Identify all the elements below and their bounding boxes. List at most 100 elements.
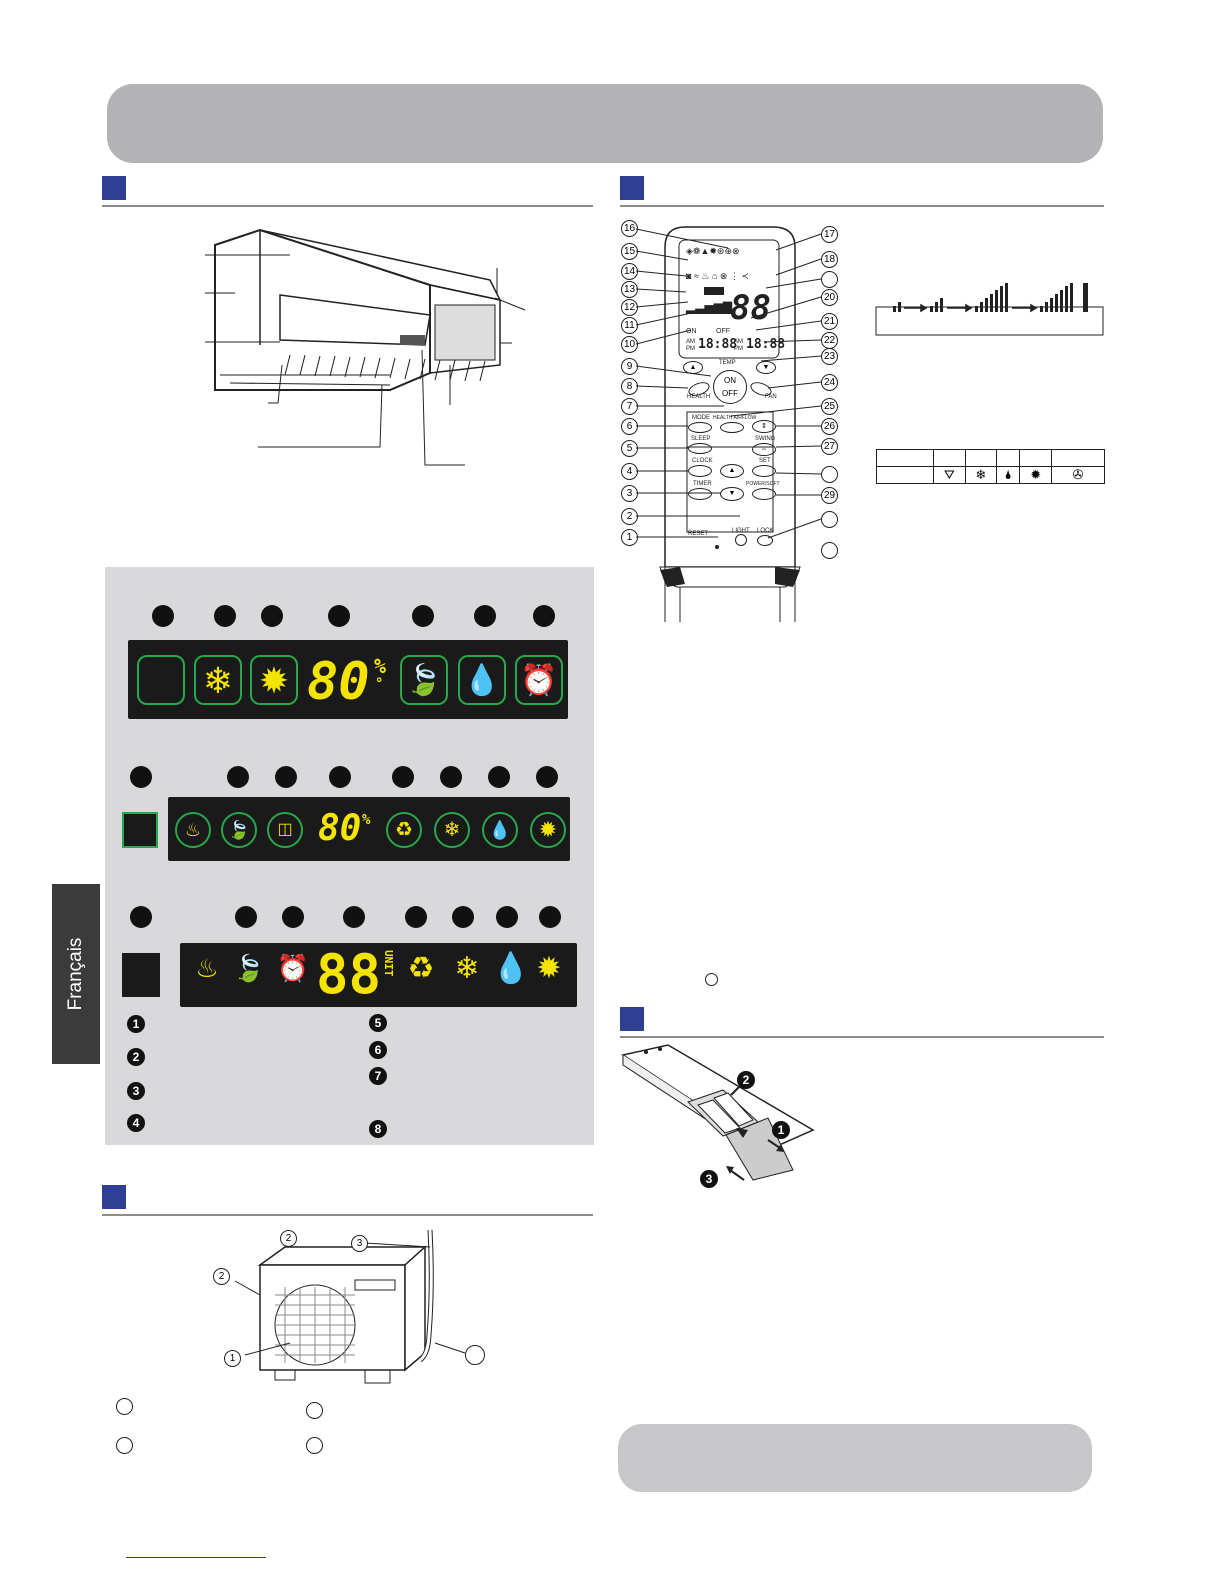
power-soft-button[interactable] xyxy=(752,488,776,500)
sensor-window xyxy=(122,812,158,848)
set-label: SET xyxy=(759,458,771,464)
battery-step-number: 2 xyxy=(737,1071,755,1089)
callout-number xyxy=(821,511,838,528)
lcd-temperature: 88 xyxy=(730,288,771,328)
callout-number: 26 xyxy=(821,418,838,435)
section-marker xyxy=(102,1185,126,1209)
callout-dot xyxy=(405,906,427,928)
section-marker xyxy=(620,176,644,200)
recycle-icon: ♻ xyxy=(386,812,422,848)
clock-button[interactable] xyxy=(688,465,712,477)
snowflake-icon: ❄ xyxy=(454,952,480,985)
light-label: LIGHT xyxy=(732,528,750,534)
callout-dot xyxy=(275,766,297,788)
display-panel-3 xyxy=(180,943,577,1007)
footer-rule xyxy=(126,1557,266,1558)
percent-sign: % xyxy=(362,812,371,828)
lock-button[interactable] xyxy=(757,535,773,546)
heater-icon: ♨ xyxy=(175,812,211,848)
callout-dot xyxy=(227,766,249,788)
legend-number: 3 xyxy=(127,1082,145,1100)
clock-label: CLOCK xyxy=(692,458,713,464)
leaf-icon: 🍃 xyxy=(221,812,257,848)
legend-number: 5 xyxy=(369,1014,387,1032)
swing-label: SWING xyxy=(755,436,776,442)
callout-dot xyxy=(261,605,283,627)
health-airflow-button[interactable] xyxy=(720,422,744,433)
section-marker xyxy=(620,1007,644,1031)
time-down-button[interactable]: ▼ xyxy=(720,487,744,501)
callout-number: 12 xyxy=(621,299,638,316)
time-up-button[interactable]: ▲ xyxy=(720,464,744,478)
power-soft-label: POWER/SOFT xyxy=(746,481,780,487)
reset-button[interactable] xyxy=(715,545,719,549)
sleep-button[interactable] xyxy=(688,443,712,454)
temp-down-button[interactable]: ▼ xyxy=(756,361,776,374)
callout-circle xyxy=(465,1345,485,1365)
callout-dot xyxy=(130,906,152,928)
sleep-label: SLEEP xyxy=(691,436,711,442)
section-divider xyxy=(620,205,1104,207)
battery-insertion-illustration xyxy=(621,1044,815,1181)
callout-dot xyxy=(235,906,257,928)
callout-dot xyxy=(214,605,236,627)
auto-mode-icon: ⛛ xyxy=(933,466,966,484)
legend-number: 1 xyxy=(127,1015,145,1033)
callout-number: 29 xyxy=(821,487,838,504)
snowflake-icon: ❄ xyxy=(434,812,470,848)
lcd-fan-bars: ▂▃▅▆▇ xyxy=(686,300,733,314)
legend-number: 4 xyxy=(127,1114,145,1132)
power-button[interactable]: ON OFF xyxy=(713,370,747,404)
legend-circle xyxy=(116,1437,133,1454)
set-button[interactable] xyxy=(752,465,776,477)
mode-label: MODE xyxy=(692,415,710,421)
vertical-swing-button[interactable]: ⇕ xyxy=(752,420,776,433)
lock-label: LOCK xyxy=(757,528,774,534)
callout-number: 2 xyxy=(280,1230,297,1247)
section-divider xyxy=(102,205,593,207)
degree-sign: ° xyxy=(375,676,384,692)
legend-number: 2 xyxy=(127,1048,145,1066)
remote-leader-lines xyxy=(636,228,822,539)
recycle-icon: ♻ xyxy=(407,952,435,985)
callout-number: 24 xyxy=(821,374,838,391)
lcd-time-left: 18:88 xyxy=(698,337,738,352)
horizontal-swing-button[interactable]: ⇔ xyxy=(752,443,776,456)
mode-button[interactable] xyxy=(688,422,712,433)
drop-icon: 💧 xyxy=(458,655,506,705)
health-label: HEALTH xyxy=(687,394,711,400)
callout-dot xyxy=(412,605,434,627)
sun-icon: ✹ xyxy=(250,655,298,705)
power-on-label: ON xyxy=(724,376,736,385)
header-banner xyxy=(107,84,1103,163)
callout-number: 8 xyxy=(621,378,638,395)
callout-number: 2 xyxy=(621,508,638,525)
temp-label: TEMP xyxy=(719,360,736,366)
callout-number: 3 xyxy=(351,1235,368,1252)
language-tab: Français xyxy=(52,884,100,1064)
lcd-swing-indicator xyxy=(704,287,724,295)
display-panel-1 xyxy=(128,640,568,719)
note-circle xyxy=(705,973,718,986)
callout-dot xyxy=(539,906,561,928)
drop-icon: 💧 xyxy=(492,952,530,985)
heater-icon: ♨ xyxy=(195,953,219,983)
sun-icon: ✹ xyxy=(536,952,562,985)
section-marker xyxy=(102,176,126,200)
mode-table: ⛛ ❄ 🌢 ✹ ✇ xyxy=(876,449,1105,484)
drop-icon: 💧 xyxy=(482,812,518,848)
section-divider xyxy=(102,1214,593,1216)
lcd-off-timer: OFF xyxy=(716,328,730,335)
callout-dot xyxy=(496,906,518,928)
health-airflow-label: HEALTH AIRFLOW xyxy=(713,415,757,421)
legend-number: 7 xyxy=(369,1067,387,1085)
heat-mode-icon: ✹ xyxy=(1019,466,1052,484)
percent-sign: % xyxy=(374,654,387,678)
lcd-on-timer: ON xyxy=(686,328,697,335)
callout-number: 6 xyxy=(621,418,638,435)
timer-button[interactable] xyxy=(688,488,712,500)
light-button[interactable] xyxy=(735,534,747,546)
outdoor-unit-illustration xyxy=(234,1229,466,1384)
callout-number: 18 xyxy=(821,251,838,268)
